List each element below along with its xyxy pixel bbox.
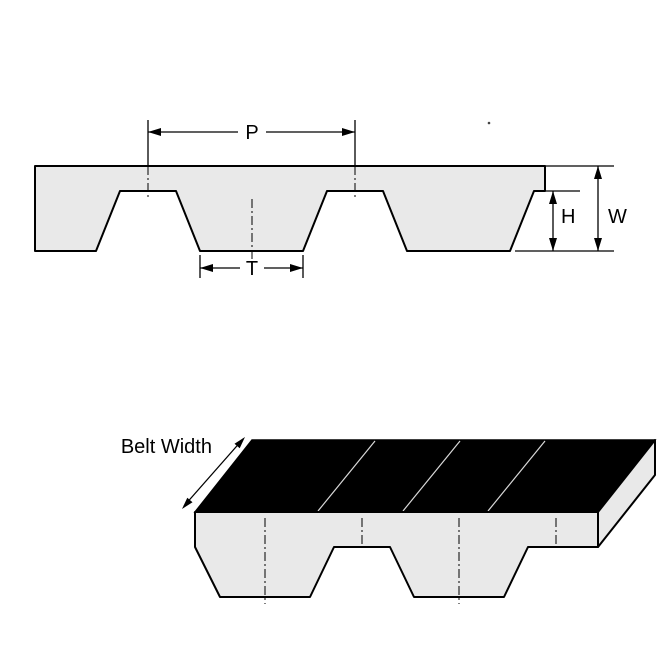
pitch-arrowhead-right	[342, 128, 355, 136]
tooth-width-label: T	[246, 258, 258, 280]
perspective-view: Belt Width	[121, 436, 657, 604]
pitch-arrowhead-left	[148, 128, 161, 136]
belt-width-label: Belt Width	[121, 436, 212, 458]
tooth-arrowhead-left	[200, 264, 213, 272]
width-arrowhead-top	[594, 166, 602, 179]
top-surface-seam-2	[402, 440, 461, 512]
cross-section-view: P T H W	[34, 120, 627, 280]
dot-artifact	[487, 121, 491, 125]
pitch-label: P	[245, 122, 258, 144]
tooth-height-label: H	[561, 206, 575, 228]
belt-width-dimension-line	[183, 438, 244, 507]
height-arrowhead-bottom	[549, 238, 557, 251]
top-surface-seam-1	[317, 440, 376, 512]
width-arrowhead-bottom	[594, 238, 602, 251]
height-arrowhead-top	[549, 191, 557, 204]
belt-front-face	[194, 511, 599, 598]
top-surface-seam-3	[487, 440, 546, 512]
belt-thickness-label: W	[608, 206, 627, 228]
belt-width-arrowhead-bottom	[182, 497, 193, 509]
tooth-arrowhead-right	[290, 264, 303, 272]
belt-width-arrowhead-top	[234, 437, 245, 449]
belt-profile	[34, 165, 546, 252]
belt-top-surface	[193, 439, 657, 513]
